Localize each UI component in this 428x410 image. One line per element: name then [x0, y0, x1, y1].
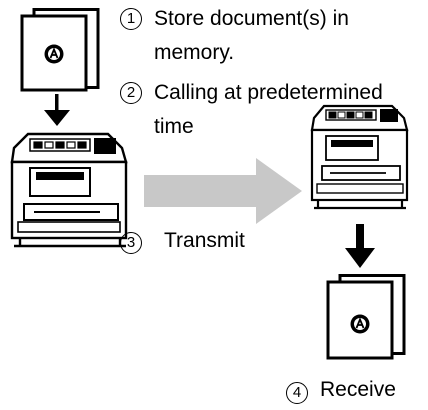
received-document-stack-icon	[326, 274, 406, 360]
receiver-fax-machine-icon	[310, 104, 409, 210]
source-document-stack-icon	[20, 8, 100, 92]
arrow-down-icon	[44, 94, 70, 126]
step-2-text-line1: Calling at predetermined	[154, 81, 383, 104]
step-3-text: Transmit	[164, 229, 245, 252]
step-1-text-line1: Store document(s) in	[154, 7, 349, 30]
step-2-number: 2	[120, 82, 142, 104]
transmit-arrow-right-icon	[144, 158, 302, 224]
step-2-text-line2: time	[154, 115, 194, 138]
sender-fax-machine-icon	[10, 132, 128, 248]
step-1-number: 1	[120, 8, 142, 30]
step-3-number: 3	[120, 232, 142, 254]
step-1-text-line2: memory.	[154, 41, 235, 64]
document-logo-icon	[44, 44, 64, 64]
step-4-text: Receive	[320, 378, 396, 401]
document-logo-icon	[350, 314, 370, 334]
step-4-number: 4	[286, 382, 308, 404]
arrow-down-icon	[345, 224, 375, 268]
